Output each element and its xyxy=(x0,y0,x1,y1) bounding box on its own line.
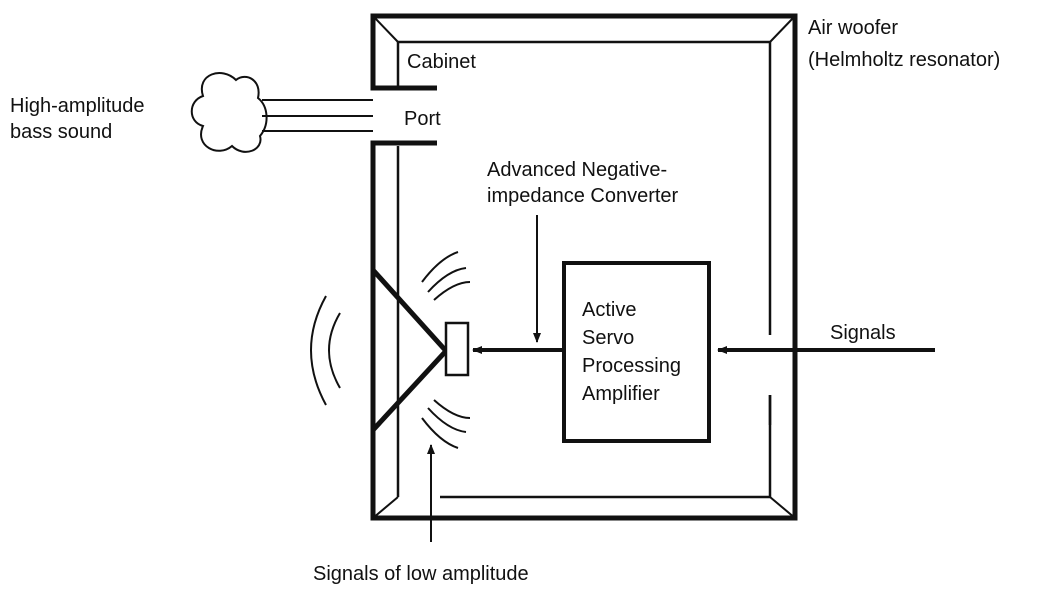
signal-entry-gap xyxy=(767,335,773,395)
cabinet-outer-wall xyxy=(370,13,798,521)
port-tube xyxy=(373,58,437,146)
label-amp-amplifier: Amplifier xyxy=(582,383,660,405)
label-bass-sound: bass sound xyxy=(10,121,112,143)
label-converter-line1: Advanced Negative- xyxy=(487,159,667,181)
amplifier-box xyxy=(562,261,711,443)
label-converter-line2: impedance Converter xyxy=(487,185,679,207)
cabinet-corner-bevels xyxy=(372,15,796,519)
label-amp-servo: Servo xyxy=(582,327,634,349)
label-amp-active: Active xyxy=(582,299,636,321)
label-helmholtz-resonator: (Helmholtz resonator) xyxy=(808,49,1000,71)
sound-cloud-icon xyxy=(190,72,268,153)
label-amp-processing: Processing xyxy=(582,355,681,377)
speaker-upper-waves xyxy=(421,251,471,301)
speaker-lower-waves xyxy=(421,399,471,449)
label-high-amplitude: High-amplitude xyxy=(10,95,145,117)
label-low-amplitude: Signals of low amplitude xyxy=(313,563,529,585)
speaker-rear-waves xyxy=(310,295,341,406)
speaker-driver-icon xyxy=(371,268,470,432)
label-air-woofer: Air woofer xyxy=(808,17,898,39)
label-port: Port xyxy=(404,108,441,130)
label-cabinet: Cabinet xyxy=(407,51,476,73)
port-sound-lines xyxy=(262,99,373,132)
label-signals: Signals xyxy=(830,322,896,344)
